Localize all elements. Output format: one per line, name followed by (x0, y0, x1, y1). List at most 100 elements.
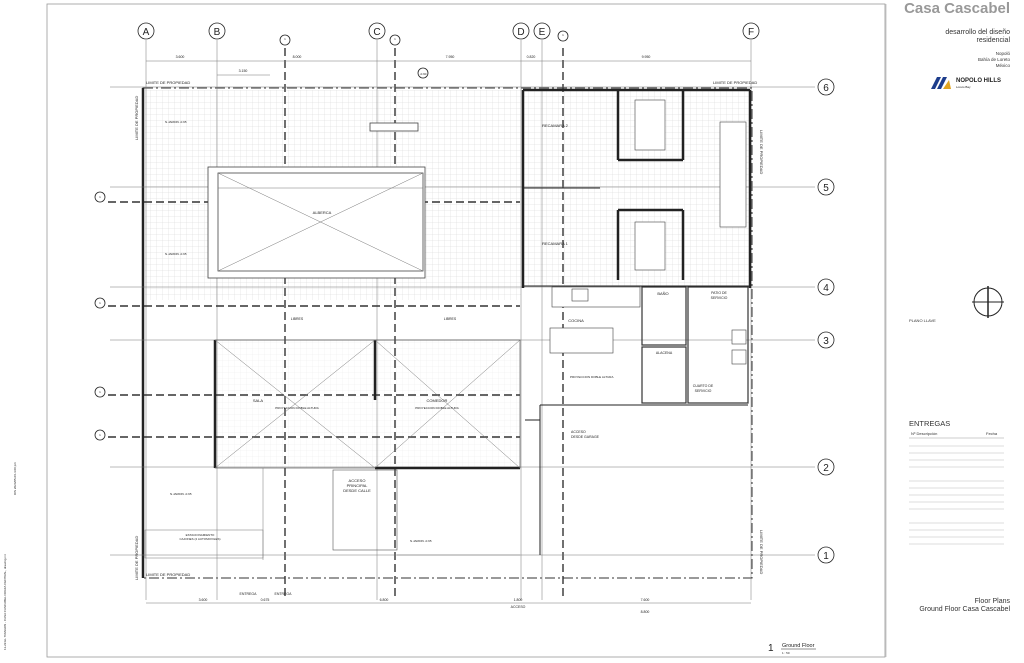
dining-label: COMEDOR (427, 398, 448, 403)
svg-text:E: E (539, 27, 546, 38)
property-limit-label: LIMITE DE PROPIEDAD (134, 96, 139, 140)
svg-text:B: B (214, 27, 221, 38)
deliveries-col-date: Fecha (986, 431, 998, 436)
double-height-label: PROYECCION DOBLE ALTURA (570, 375, 613, 379)
free-label: LIBRES (444, 317, 457, 321)
svg-text:1: 1 (99, 390, 101, 394)
grid-bubble-1: 1 (817, 546, 835, 564)
property-limit-label: LIMITE DE PROPIEDAD (759, 130, 764, 174)
double-height-label: PROYECCION DOBLE ALTURA (275, 406, 318, 410)
deliveries-table-lines (909, 437, 1004, 545)
location: Nopoló (995, 51, 1010, 56)
svg-text:D: D (517, 27, 524, 38)
property-limit-label: LIMITE DE PROPIEDAD (134, 536, 139, 580)
main-access-label: ACCESO (349, 478, 366, 483)
dimension: 8.800 (641, 610, 650, 614)
planter (369, 122, 419, 132)
sheet-title: Ground Floor Casa Cascabel (919, 606, 1010, 613)
bedroom-2-label: RECAMARA 2 (542, 123, 569, 128)
dimension: 0.820 (527, 55, 536, 59)
grid-bubble-D: D (512, 22, 530, 40)
grid-bubble-F: F (742, 22, 760, 40)
bedroom-1-label: RECAMARA 1 (542, 241, 569, 246)
svg-text:F: F (748, 27, 754, 38)
dimension: 8.000 (293, 55, 302, 59)
project-subtitle: desarrollo del diseño (945, 29, 1010, 36)
parking-label: ESTACIONAMIENTO (186, 533, 215, 537)
service-patio-label: SERVICIO (711, 296, 728, 300)
svg-text:6: 6 (823, 83, 829, 94)
svg-text:2: 2 (823, 463, 829, 474)
svg-text:1: 1 (284, 37, 286, 41)
living-dining-walls (144, 339, 521, 560)
service-room-label: CUARTO DE (693, 384, 714, 388)
garage-access-label: DESDE GARAGE (571, 435, 600, 439)
pool-label: ALBERCA (313, 210, 332, 215)
view-scale: 1 : 50 (782, 651, 790, 655)
level-tag: N.JARDIN -0.95 (165, 252, 187, 256)
service-patio-label: PATIO DE (711, 291, 727, 295)
main-access-label: PRINCIPAL (347, 483, 369, 488)
pool (207, 166, 426, 279)
svg-text:C: C (373, 27, 380, 38)
garage-access-label: ACCESO (571, 430, 586, 434)
nopolo-hills-logo: NOPOLO HILLS Loreto Bay (931, 77, 1001, 89)
view-number: 1 (768, 643, 774, 654)
dimension: 0.675 (261, 598, 270, 602)
bath-label: BAÑO (657, 291, 668, 296)
grid-bubble-6: 6 (817, 78, 835, 96)
date-note: DIS 2024/05-06-4.00 pm (13, 462, 17, 495)
property-limit-label: LIMITE DE PROPIEDAD (713, 80, 757, 85)
svg-text:1: 1 (823, 551, 829, 562)
svg-text:1: 1 (99, 195, 101, 199)
living-tile (215, 340, 520, 468)
dimension: 7.600 (641, 598, 650, 602)
dimension: 3.600 (176, 55, 185, 59)
dimension: 7.950 (446, 55, 455, 59)
svg-text:1: 1 (394, 37, 396, 41)
level-bubble: -0.90 (417, 67, 429, 79)
grid-bubble-B: B (208, 22, 226, 40)
grid-bubble-2: 2 (817, 458, 835, 476)
svg-text:NOPOLO HILLS: NOPOLO HILLS (956, 78, 1001, 84)
location: México (995, 63, 1010, 68)
project-title: Casa Cascabel (904, 0, 1010, 17)
main-access-label: DESDE CALLE (343, 488, 371, 493)
dimension-label: ENTREGA (240, 592, 258, 596)
svg-text:1: 1 (562, 33, 564, 37)
svg-text:5: 5 (823, 183, 829, 194)
property-limit-label: LIMITE DE PROPIEDAD (759, 530, 764, 574)
location: Bahía de Loreto (977, 57, 1010, 62)
section-marker: 1 (94, 297, 106, 309)
dimension: 3.600 (199, 598, 208, 602)
grid-bubble-C: C (368, 22, 386, 40)
service-walls (525, 286, 749, 555)
file-path-note: 11-29 EL TRIAGON - CASA CASCABEL DRAFA C… (3, 554, 7, 650)
key-plan-label: PLANO LLAVE (909, 318, 936, 323)
svg-text:A: A (143, 27, 150, 38)
dimension-label: ACCESO (511, 605, 526, 609)
dimension: 9.950 (642, 55, 651, 59)
deliveries-title: ENTREGAS (909, 419, 951, 428)
key-plan-compass-icon (972, 286, 1004, 318)
project-subtitle: residencial (976, 37, 1010, 44)
grid-bubble-4: 4 (817, 278, 835, 296)
grid-bubble-E: E (533, 22, 551, 40)
dimension: 3.150 (239, 69, 248, 73)
sheet-title: Floor Plans (974, 598, 1010, 605)
svg-text:Loreto Bay: Loreto Bay (956, 85, 971, 89)
kitchen-label: COCINA (568, 318, 584, 323)
sheet-frame (46, 3, 886, 658)
property-limit-label: LIMITE DE PROPIEDAD (146, 572, 190, 577)
free-label: LIBRES (291, 317, 304, 321)
level-tag: N.JARDIN -0.95 (170, 492, 192, 496)
grid-bubble-5: 5 (817, 178, 835, 196)
section-marker: 1 (94, 429, 106, 441)
property-limit-label: LIMITE DE PROPIEDAD (146, 80, 190, 85)
svg-text:-0.90: -0.90 (420, 72, 427, 76)
svg-text:4: 4 (823, 283, 829, 294)
section-marker: 1 (279, 34, 291, 46)
svg-text:3: 3 (823, 336, 829, 347)
level-tag: N.JARDIN -0.95 (410, 539, 432, 543)
